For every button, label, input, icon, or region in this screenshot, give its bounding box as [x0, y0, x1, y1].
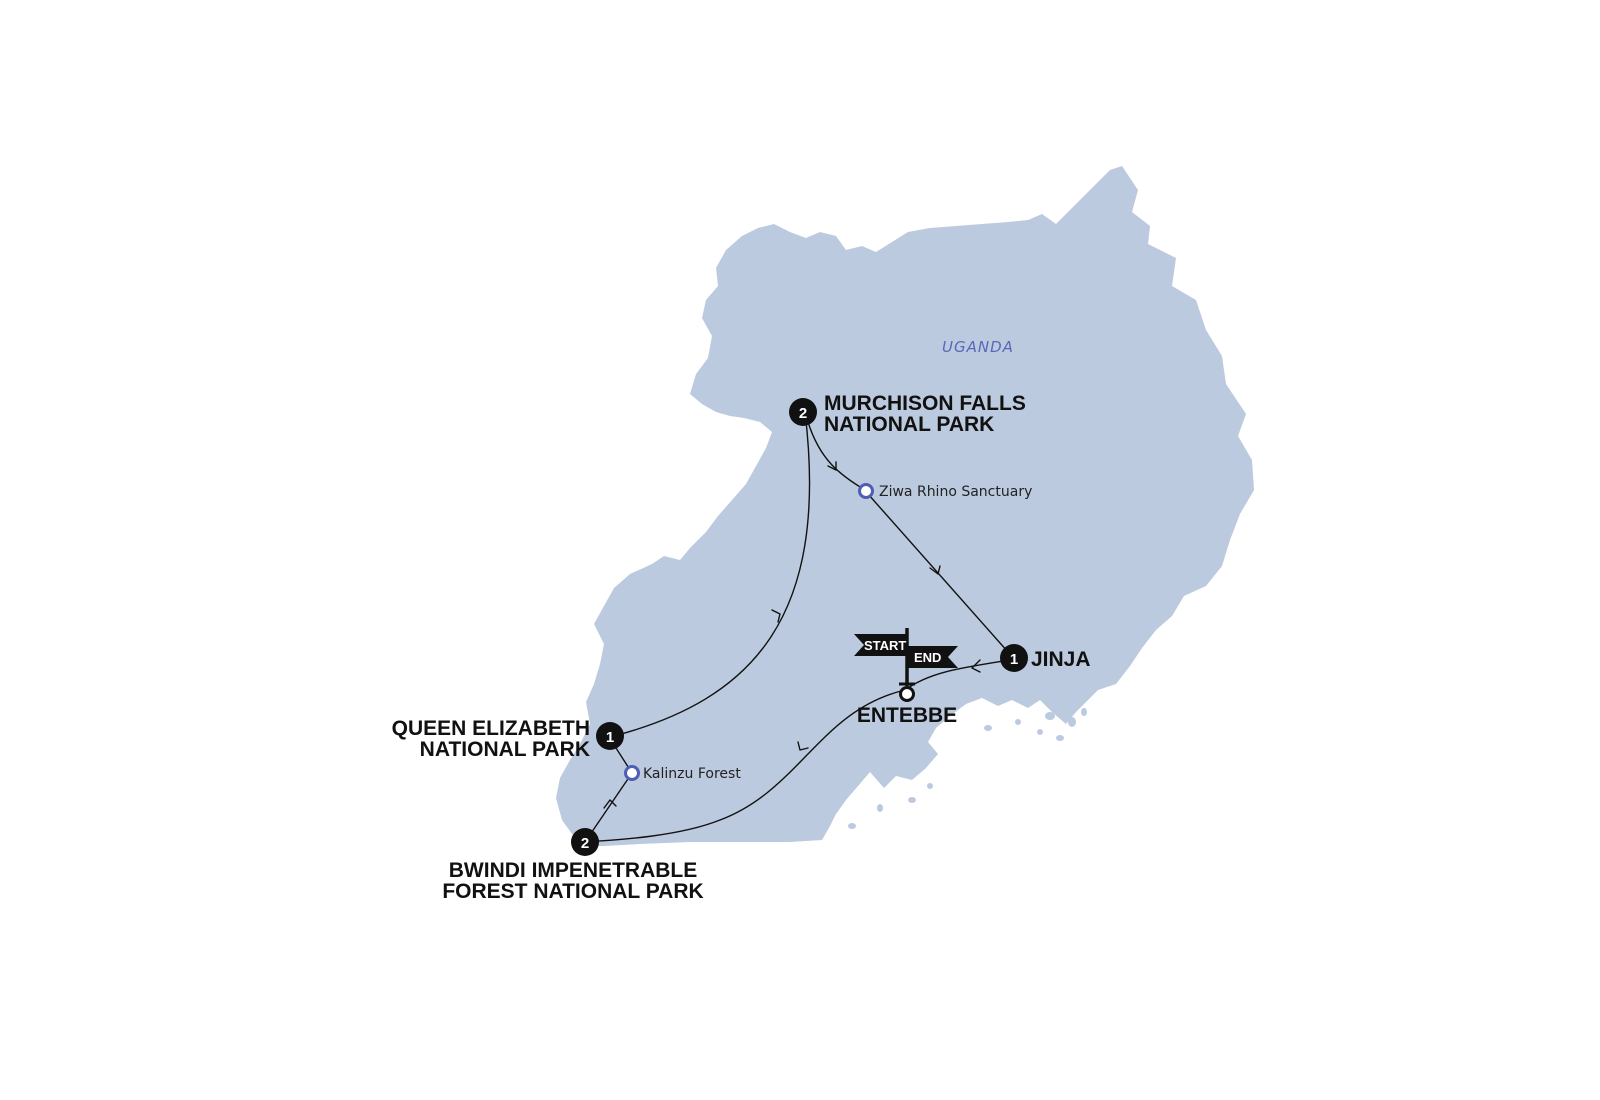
direction-arrows [603, 461, 981, 809]
start-end-marker [899, 686, 915, 702]
via-label: Kalinzu Forest [643, 766, 741, 782]
route-segment-murchison-ziwa [807, 421, 866, 491]
chevron-arrow-icon [827, 461, 837, 471]
numbered-circle-icon [789, 398, 817, 426]
chevron-arrow-icon [771, 609, 781, 623]
via-label: Ziwa Rhino Sanctuary [879, 484, 1032, 500]
stop-name: BWINDI IMPENETRABLE [449, 859, 698, 882]
uganda-land-shape [556, 166, 1254, 846]
stop-name: JINJA [1031, 648, 1091, 671]
stop-name: FOREST NATIONAL PARK [442, 880, 703, 903]
route-segment-queen-elizabeth-murchison [613, 411, 811, 737]
route-segment-entebbe-bwindi [583, 689, 906, 843]
hollow-circle-icon [624, 765, 640, 781]
stop-name: NATIONAL PARK [824, 413, 994, 436]
stop-jinja: 1 JINJA [1000, 644, 1091, 672]
flag-icon [854, 634, 907, 656]
stop-name: QUEEN ELIZABETH [392, 717, 590, 740]
stop-queen-elizabeth: 1 QUEEN ELIZABETH NATIONAL PARK [392, 717, 624, 761]
stop-nights: 2 [581, 835, 589, 852]
via-point-kalinzu: Kalinzu Forest [624, 765, 741, 782]
stop-name: NATIONAL PARK [420, 738, 590, 761]
numbered-circle-icon [571, 828, 599, 856]
chevron-arrow-icon [929, 565, 941, 575]
stop-murchison-falls: 2 MURCHISON FALLS NATIONAL PARK [789, 392, 1026, 436]
chevron-arrow-icon [797, 741, 809, 751]
chevron-arrow-icon [603, 799, 617, 809]
country-label: UGANDA [942, 338, 1014, 356]
stop-bwindi: 2 BWINDI IMPENETRABLE FOREST NATIONAL PA… [442, 828, 704, 903]
flag-icon [907, 646, 958, 668]
start-end-label: ENTEBBE [857, 704, 957, 727]
start-end-flag: START END [854, 628, 958, 702]
stop-nights: 1 [606, 729, 614, 746]
route-lines [583, 411, 1011, 843]
stop-nights: 1 [1010, 651, 1018, 668]
flag-start-label: START [864, 638, 906, 653]
numbered-circle-icon [596, 722, 624, 750]
chevron-arrow-icon [971, 659, 981, 673]
numbered-circle-icon [1000, 644, 1028, 672]
flag-end-label: END [914, 650, 941, 665]
stop-name: MURCHISON FALLS [824, 392, 1026, 415]
via-point-ziwa: Ziwa Rhino Sanctuary [858, 483, 1032, 500]
hollow-circle-icon [858, 483, 874, 499]
lake-islands [848, 708, 1087, 829]
stop-nights: 2 [799, 405, 807, 422]
